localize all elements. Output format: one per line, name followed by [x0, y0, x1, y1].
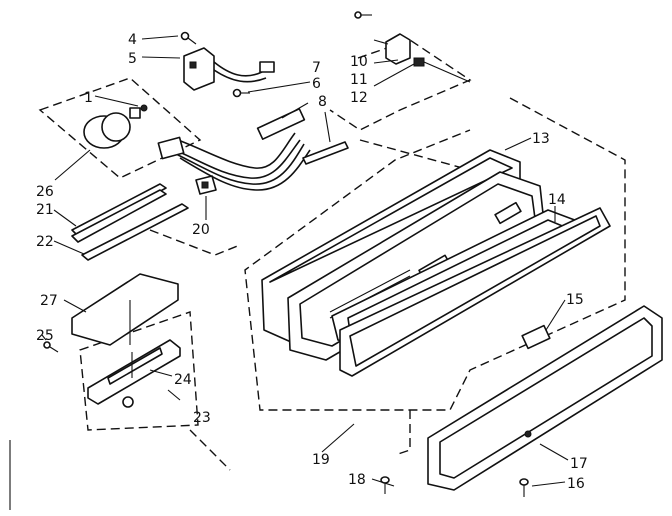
window-frame-part-19: [339, 207, 611, 377]
label-part-26: 26: [36, 184, 54, 200]
group-outline-motor: [38, 77, 202, 179]
motor-part: [83, 104, 148, 149]
label-part-25: 25: [36, 328, 54, 344]
screw-part-18: [380, 476, 390, 494]
label-part-11: 11: [350, 72, 368, 88]
switch-bracket-part: [183, 47, 275, 91]
label-part-12: 12: [350, 90, 368, 106]
label-part-6: 6: [312, 76, 321, 92]
base-tray-part-17: [427, 305, 663, 491]
label-part-19: 19: [312, 452, 330, 468]
label-part-7: 7: [312, 60, 321, 76]
screw-part-25: [43, 341, 59, 353]
group-outline-link-d: [394, 410, 411, 456]
group-outline-link-b: [149, 229, 241, 256]
label-part-16: 16: [567, 476, 585, 492]
cover-part-27: [71, 273, 179, 346]
screw-part-16: [519, 478, 529, 497]
label-part-1: 1: [84, 90, 93, 106]
screw-part-4: [180, 31, 197, 45]
label-part-24: 24: [174, 372, 192, 388]
label-part-21: 21: [36, 202, 54, 218]
label-part-10: 10: [350, 54, 368, 70]
group-outline-console: [244, 97, 626, 411]
wiring-harness-part: [157, 108, 311, 191]
control-board-part: [87, 339, 181, 408]
screw-part-7: [232, 88, 250, 98]
clip-part-20: [195, 175, 217, 195]
label-part-15: 15: [566, 292, 584, 308]
label-part-22: 22: [36, 234, 54, 250]
label-part-20: 20: [192, 222, 210, 238]
label-part-18: 18: [348, 472, 366, 488]
label-part-27: 27: [40, 293, 58, 309]
group-outline-control-board: [79, 311, 199, 431]
badge-part-15: [521, 324, 551, 350]
leader-lines: [41, 35, 569, 487]
group-outline-link-c: [359, 139, 471, 171]
part-number-labels: 1 4 5 6 7 8 10 11 12 13 14 15 16 17 18 1…: [36, 32, 588, 492]
label-part-13: 13: [532, 131, 550, 147]
strip-part-8: [302, 141, 349, 165]
strip-part-21: [71, 183, 167, 243]
label-part-4: 4: [128, 32, 137, 48]
label-part-8: 8: [318, 94, 327, 110]
label-part-17: 17: [570, 456, 588, 472]
label-part-23: 23: [193, 410, 211, 426]
group-outline-link-a: [189, 429, 231, 471]
strip-part-22: [81, 203, 189, 261]
switch-right-part: [354, 11, 471, 83]
label-part-5: 5: [128, 51, 137, 67]
label-part-14: 14: [548, 192, 566, 208]
